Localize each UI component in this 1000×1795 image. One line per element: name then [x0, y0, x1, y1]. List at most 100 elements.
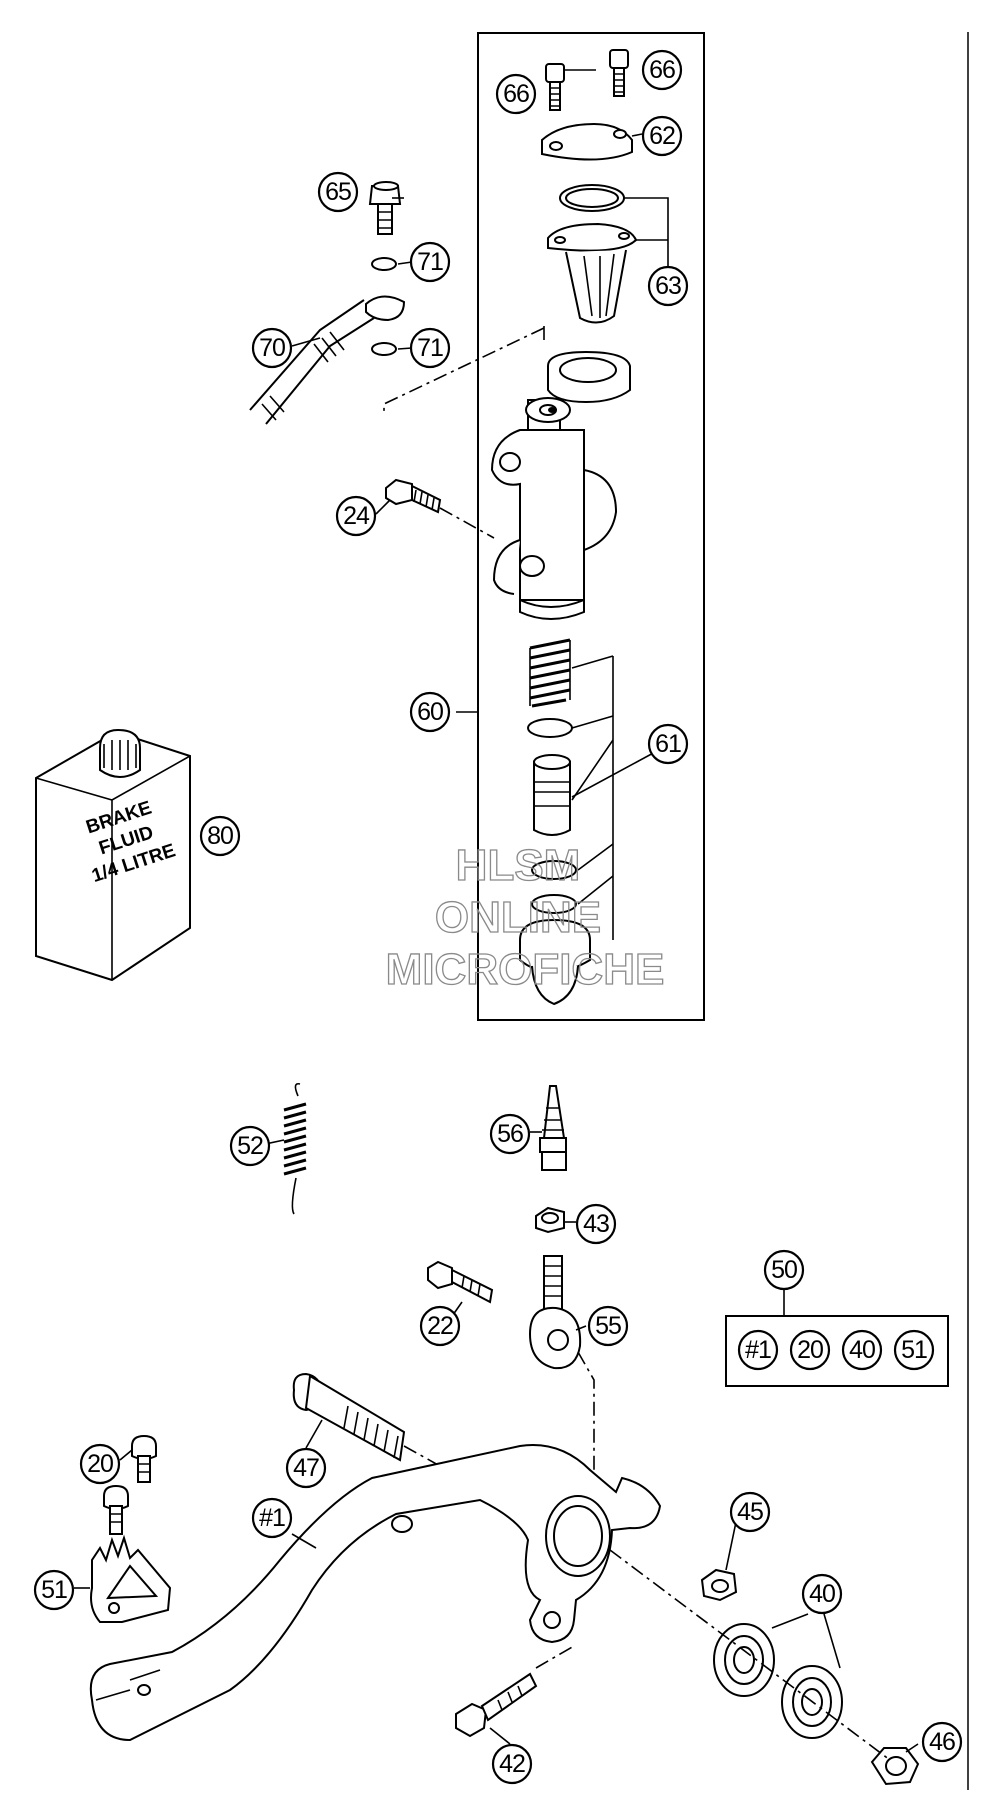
master-cylinder-body	[490, 350, 631, 620]
nut-46	[870, 1747, 920, 1786]
callout-66-left: 66	[495, 73, 537, 115]
callout-24: 24	[335, 495, 377, 537]
callout-62: 62	[641, 115, 683, 157]
bolt-20-top	[131, 1434, 157, 1483]
dust-boot	[519, 918, 591, 1006]
watermark-line2: ONLINE	[435, 893, 601, 942]
callout-52: 52	[229, 1125, 271, 1167]
brake-step-51	[90, 1534, 172, 1623]
svg-text:63: 63	[655, 272, 681, 300]
callout-1: #1	[251, 1497, 293, 1539]
svg-text:65: 65	[325, 178, 351, 206]
banjo-bolt-65	[368, 181, 402, 235]
callout-51: 51	[33, 1569, 75, 1611]
svg-text:61: 61	[655, 730, 681, 758]
svg-text:71: 71	[417, 248, 443, 276]
bearing-40-left	[713, 1623, 775, 1697]
callout-63: 63	[647, 265, 689, 307]
callout-20-kit: 20	[789, 1329, 831, 1371]
callout-51-kit: 51	[893, 1329, 935, 1371]
bracket-60-ticks	[571, 655, 614, 905]
callout-66-right: 66	[641, 49, 683, 91]
svg-text:45: 45	[737, 1498, 763, 1526]
callout-43: 43	[575, 1203, 617, 1245]
svg-text:80: 80	[207, 822, 233, 850]
svg-text:66: 66	[503, 80, 529, 108]
svg-text:55: 55	[595, 1312, 621, 1340]
svg-text:40: 40	[849, 1336, 875, 1364]
bolt-22	[427, 1260, 494, 1304]
svg-text:20: 20	[797, 1336, 823, 1364]
seal-ring-b	[531, 894, 577, 914]
callout-70: 70	[251, 327, 293, 369]
return-spring-52	[283, 1082, 307, 1215]
bolt-24	[385, 478, 442, 514]
svg-text:40: 40	[809, 1580, 835, 1608]
callout-46: 46	[921, 1721, 963, 1763]
callout-61: 61	[647, 723, 689, 765]
diaphragm-63	[547, 184, 638, 324]
svg-text:47: 47	[293, 1454, 319, 1482]
nut-43	[535, 1206, 565, 1234]
svg-text:62: 62	[649, 122, 675, 150]
washer-71-bottom	[371, 342, 397, 356]
brake-hose-70	[249, 295, 406, 425]
svg-text:50: 50	[771, 1256, 797, 1284]
axis-hose	[383, 326, 545, 414]
callout-40: 40	[801, 1573, 843, 1615]
bolt-20-bottom	[103, 1484, 129, 1535]
svg-text:20: 20	[87, 1450, 113, 1478]
screw-66-right	[609, 49, 629, 97]
axis-clevis	[577, 1351, 595, 1484]
svg-text:#1: #1	[745, 1336, 771, 1364]
svg-text:66: 66	[649, 56, 675, 84]
axis-pivot	[609, 1549, 891, 1761]
callout-80: 80	[199, 815, 241, 857]
reservoir-cap-62	[541, 122, 633, 161]
svg-text:24: 24	[343, 502, 370, 530]
svg-text:71: 71	[417, 334, 443, 362]
nut-45	[700, 1568, 738, 1602]
bolt-42	[455, 1672, 538, 1738]
svg-text:42: 42	[499, 1750, 525, 1778]
bracket-63	[624, 197, 669, 270]
callout-56: 56	[489, 1113, 531, 1155]
bracket-40	[771, 1613, 841, 1669]
callout-40-kit: 40	[841, 1329, 883, 1371]
axis-bolt-24	[439, 507, 495, 539]
svg-text:46: 46	[929, 1728, 955, 1756]
svg-text:51: 51	[41, 1576, 67, 1604]
callout-20: 20	[79, 1443, 121, 1485]
master-cylinder-frame	[477, 32, 705, 1021]
o-ring-60	[527, 718, 573, 738]
callout-45: 45	[729, 1491, 771, 1533]
callout-1-kit: #1	[737, 1329, 779, 1371]
callout-65: 65	[317, 171, 359, 213]
callout-60: 60	[409, 691, 451, 733]
svg-text:56: 56	[497, 1120, 523, 1148]
watermark: HLSM ONLINE MICROFICHE	[385, 840, 665, 994]
callout-71-top: 71	[409, 241, 451, 283]
callout-22: 22	[419, 1305, 461, 1347]
brake-pedal-1	[89, 1444, 662, 1742]
svg-text:43: 43	[583, 1210, 609, 1238]
callout-47: 47	[285, 1447, 327, 1489]
callout-50: 50	[763, 1249, 805, 1291]
push-rod-56	[539, 1085, 567, 1171]
callout-55: 55	[587, 1305, 629, 1347]
pivot-bolt-47	[292, 1372, 406, 1462]
washer-71-top	[371, 257, 397, 271]
seal-ring-a	[531, 860, 577, 880]
svg-text:51: 51	[901, 1336, 927, 1364]
screw-66-left	[545, 63, 565, 111]
watermark-line3: MICROFICHE	[386, 945, 665, 994]
clevis-55	[528, 1255, 582, 1370]
piston-61	[533, 754, 571, 836]
axis-bolt-42	[535, 1645, 575, 1669]
svg-text:52: 52	[237, 1132, 263, 1160]
callout-42: 42	[491, 1743, 533, 1785]
axis-bolt-47	[403, 1445, 459, 1477]
svg-text:70: 70	[259, 334, 285, 362]
svg-text:60: 60	[417, 698, 443, 726]
spring-60	[529, 638, 571, 708]
